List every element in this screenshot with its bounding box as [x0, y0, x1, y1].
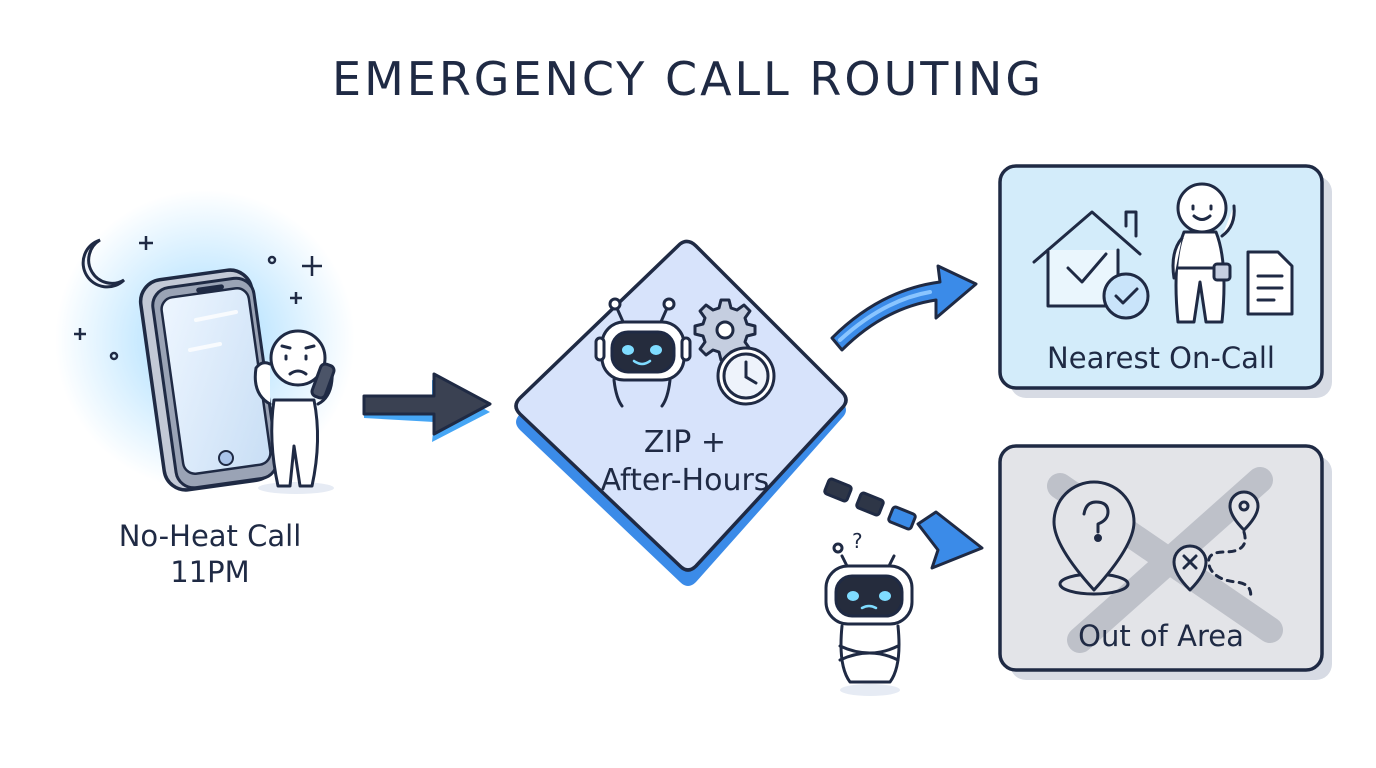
decision-node — [514, 239, 848, 586]
outcome-fail-card — [998, 444, 1332, 680]
svg-text:?: ? — [852, 529, 863, 553]
worried-person-icon — [253, 329, 336, 494]
caller-label-line2: 11PM — [170, 555, 250, 589]
robot-icon — [594, 297, 692, 408]
outcome-success-card — [998, 164, 1332, 398]
dashed-arrow-to-fail — [823, 477, 984, 570]
decision-label-line1: ZIP + — [643, 425, 727, 460]
confused-robot-icon: ? — [824, 529, 914, 696]
caller-label: No-Heat Call 11PM — [80, 518, 340, 590]
moon-icon — [81, 238, 126, 289]
outcome-fail-label: Out of Area — [1078, 619, 1244, 653]
caller-label-line1: No-Heat Call — [118, 519, 302, 553]
outcome-success-label: Nearest On-Call — [1047, 341, 1275, 375]
clock-icon — [716, 346, 776, 406]
arrow-to-decision — [362, 372, 492, 442]
stars-icon — [74, 236, 322, 361]
map-route-icon — [1172, 490, 1260, 602]
gear-icon — [693, 298, 757, 362]
house-check-icon — [1032, 210, 1150, 320]
decision-label-line2: After-Hours — [600, 463, 770, 498]
diagram-title: EMERGENCY CALL ROUTING — [332, 52, 1044, 106]
caller-illustration — [55, 190, 355, 494]
technician-icon — [1171, 182, 1236, 324]
phone-icon — [138, 268, 279, 492]
document-icon — [1246, 250, 1294, 316]
question-pin-icon — [1052, 480, 1136, 596]
decision-label: ZIP + After-Hours — [560, 424, 810, 500]
arrow-to-success — [830, 264, 978, 352]
